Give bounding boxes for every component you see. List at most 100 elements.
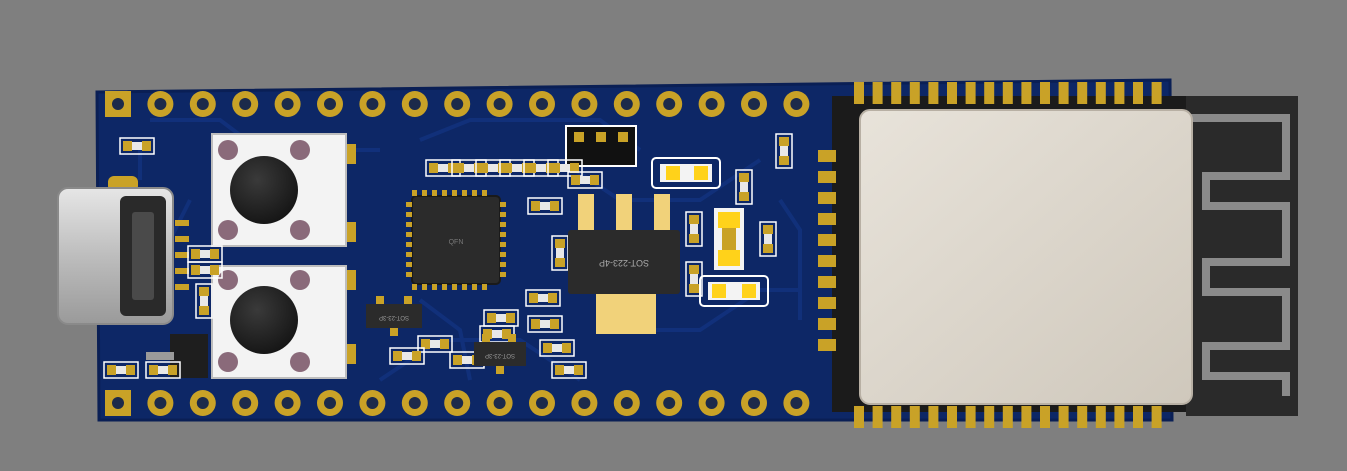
passive-body [540,320,550,328]
passive-pad [479,163,488,173]
button-post [218,140,238,160]
passive-pad [570,163,579,173]
passive-body [492,330,502,338]
button-post [290,140,310,160]
passive-pad [555,365,564,375]
header-pin-hole [366,397,379,409]
qfn-pin [406,242,412,247]
module-pad [1058,406,1069,428]
module-pad [1095,406,1106,428]
qfn-pin [500,272,506,277]
header-pin-hole [451,98,464,110]
passive-pad [574,365,583,375]
header-pin-hole [620,98,633,110]
button-post [218,352,238,372]
transistor-sot23-1: SOT-23-3P [366,296,422,336]
passive-pad [210,249,219,259]
header-pin-hole [578,98,591,110]
module-pad [1077,406,1088,428]
passive-pad [168,365,177,375]
qfn-pin [432,284,437,290]
passive-outline [775,133,793,169]
passive-pad [107,365,116,375]
passive-body [536,164,546,172]
smd-passives [103,133,793,379]
passive-outline [389,347,425,365]
passive-body [488,164,498,172]
qfn-pin [442,284,447,290]
module-pad [1151,82,1162,104]
passive-body [690,274,698,284]
passive-pad [689,234,699,243]
mcu-chip: QFN [406,190,506,290]
passive-pad [779,156,789,165]
passive-outline [187,261,223,279]
header-pin-hole [536,98,548,110]
header-pin-hole [366,98,379,110]
tantalum-cap [714,208,744,270]
passive-body [540,202,550,210]
module-pad [1002,406,1013,428]
passive-pad [199,287,209,296]
qfn-pin [482,284,487,290]
module-pad [1077,82,1088,104]
header-pin-hole [620,397,633,409]
passive-pad [474,163,483,173]
transistor-sot23-2: SOT-23-3P [474,334,526,374]
module-pad [891,406,902,428]
voltage-regulator: SOT-223-4P [568,194,680,334]
qfn-pin [412,190,417,196]
qfn-pin [412,284,417,290]
passive-pad [421,339,430,349]
header-pin-hole [154,98,167,110]
qfn-pin [472,284,477,290]
qfn-pin [406,222,412,227]
header-pins-bottom [105,390,810,416]
qfn-pin [452,190,457,196]
passive-pad [199,306,209,315]
passive-outline [551,361,587,379]
regulator-marking: SOT-223-4P [599,258,649,268]
module-pad [928,82,939,104]
passive-body [764,234,772,244]
qfn-pin [482,190,487,196]
mcu-marking: QFN [449,239,464,246]
passive-outline [539,339,575,357]
module-pad [1002,82,1013,104]
passive-outline [685,211,703,247]
module-pad [818,297,836,309]
qfn-pin [442,190,447,196]
passive-pad [529,293,538,303]
usb-tongue [132,212,154,300]
passive-pad [126,365,135,375]
passive-pad [739,173,749,182]
sot2-marking: SOT-23-3P [485,352,515,358]
module-pad [1151,406,1162,428]
sot1-marking: SOT-23-3P [379,314,409,320]
passive-body [780,146,788,156]
passive-outline [145,361,181,379]
passive-body [200,250,210,258]
module-pad [818,339,836,351]
module-pad [818,171,836,183]
passive-pad [689,284,699,293]
passive-pad [503,163,512,173]
passive-pad [522,163,531,173]
header-pin-hole [748,98,760,110]
module-pad [1021,82,1032,104]
qfn-pin [406,262,412,267]
passive-body [560,164,570,172]
passive-pad [453,355,462,365]
module-pad [1095,82,1106,104]
passive-pad [763,244,773,253]
module-pad [854,406,864,428]
passive-outline [685,261,703,297]
tactile-button-bottom [211,265,356,379]
module-pad [928,406,939,428]
passive-outline [195,283,213,319]
passive-pad [555,239,565,248]
passive-pad [191,249,200,259]
passive-body [200,296,208,306]
passive-outline [527,315,563,333]
header-pin-hole [790,98,803,110]
